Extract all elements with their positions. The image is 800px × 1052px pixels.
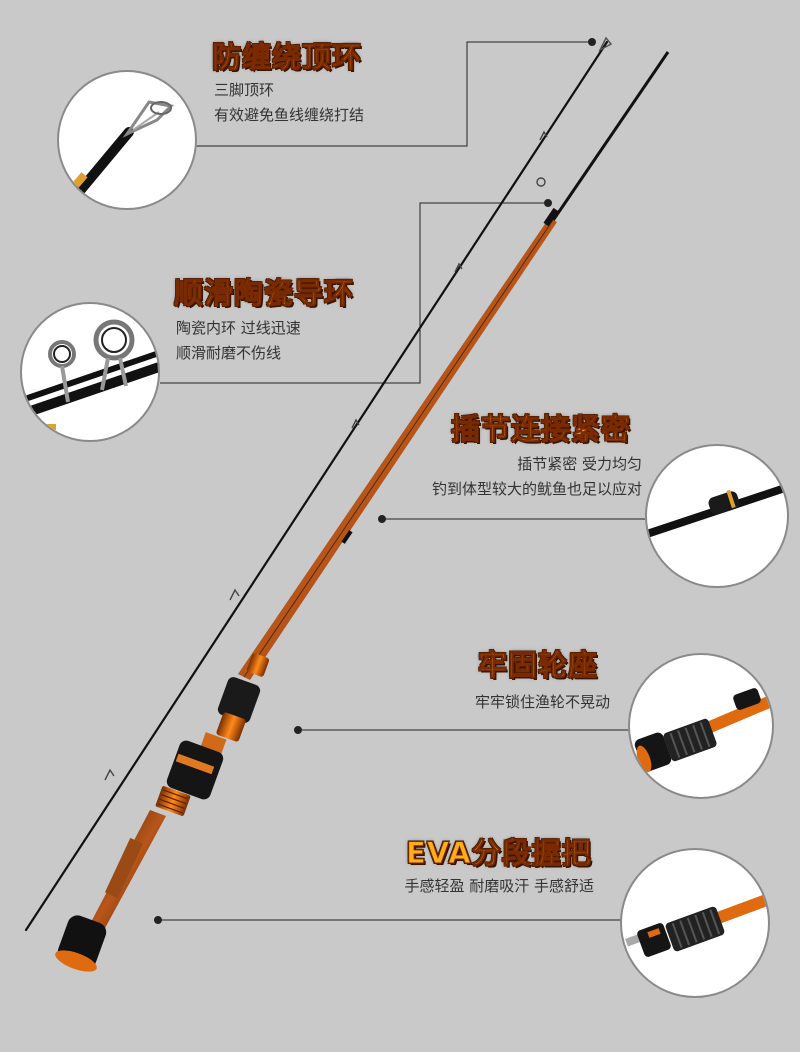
callout-lines (154, 38, 645, 924)
feature-desc-line: 三脚顶环 (214, 81, 275, 99)
feature-title-guides: 顺滑陶瓷导环 (173, 276, 355, 311)
feature-desc-line: 陶瓷内环 过线迅速 (176, 319, 301, 337)
ceramic-guide-icon (22, 319, 158, 430)
feature-desc-tip: 三脚顶环 有效避免鱼线缠绕打结 (214, 78, 364, 128)
rod-tip-section (24, 36, 613, 932)
ceramic-guide-photo (20, 302, 160, 442)
rod-butt-section (55, 51, 670, 972)
reel-seat-photo (628, 653, 774, 799)
feature-desc-line: 钓到体型较大的鱿鱼也足以应对 (431, 480, 642, 498)
feature-desc-guides: 陶瓷内环 过线迅速 顺滑耐磨不伤线 (176, 316, 301, 366)
feature-desc-reel: 牢牢锁住渔轮不晃动 (475, 690, 610, 715)
ferrule-joint-icon (647, 483, 787, 538)
eva-grip-icon (625, 893, 768, 957)
feature-desc-line: 顺滑耐磨不伤线 (176, 344, 282, 362)
reel-seat-icon (634, 688, 772, 773)
feature-desc-joint: 插节紧密 受力均匀 钓到体型较大的鱿鱼也足以应对 (432, 452, 642, 502)
feature-desc-eva: 手感轻盈 耐磨吸汗 手感舒适 (404, 874, 594, 899)
feature-desc-line: 插节紧密 受力均匀 (517, 455, 642, 473)
tip-top-guide-icon (72, 100, 175, 197)
feature-title-joint: 插节连接紧密 (450, 412, 632, 447)
ferrule-joint-photo (645, 444, 789, 588)
feature-desc-line: 牢牢锁住渔轮不晃动 (474, 693, 610, 711)
feature-title-reel: 牢固轮座 (477, 648, 599, 683)
tip-top-guide-photo (57, 70, 197, 210)
feature-title-eva: EVA分段握把 (406, 836, 592, 871)
feature-desc-line: 有效避免鱼线缠绕打结 (214, 106, 365, 124)
eva-grip-photo (620, 848, 770, 998)
feature-title-tip: 防缠绕顶环 (211, 40, 363, 75)
feature-desc-line: 手感轻盈 耐磨吸汗 手感舒适 (404, 877, 594, 895)
